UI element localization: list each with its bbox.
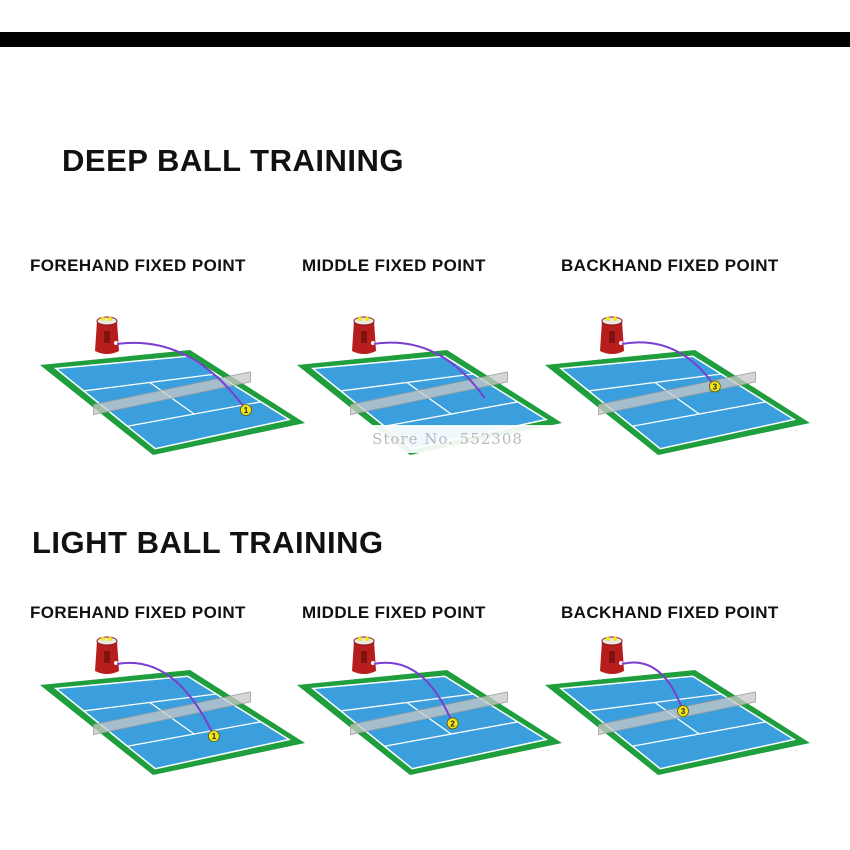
deep-backhand-label: BACKHAND FIXED POINT [561,256,779,275]
hopper-ball [357,636,363,642]
hopper-ball [605,316,611,322]
hopper-ball [364,636,370,642]
hopper-ball [107,636,113,642]
machine-hopper [353,636,375,646]
ball-marker [677,705,689,718]
net [350,691,508,736]
ball-trajectory [116,661,215,737]
hopper-ball [107,316,113,322]
ball-marker [208,730,220,743]
ball-machine-icon [600,316,624,354]
light-forehand-label: FOREHAND FIXED POINT [30,603,246,622]
machine-hopper [96,636,118,646]
ball-marker [240,404,252,416]
machine-hopper [601,636,623,646]
hopper-ball [357,316,363,322]
ball-machine-icon [95,316,119,354]
ball-number: 3 [681,707,686,716]
light-backhand-label: BACKHAND FIXED POINT [561,603,779,622]
net [93,691,251,736]
court-line [340,373,474,392]
deep-forehand-court: 1 [40,316,305,455]
hopper-ball [100,316,106,322]
machine-panel [609,651,615,663]
ball-machine-icon [600,636,624,674]
ball-trajectory [373,341,486,399]
net [350,371,508,416]
light-middle-court: 2 [297,636,562,775]
machine-hopper [353,316,375,326]
court-surface [53,355,292,450]
deep-middle-label: MIDDLE FIXED POINT [302,256,486,275]
court-surface [558,355,797,450]
machine-panel [609,331,615,343]
light-forehand-court: 1 [40,636,305,775]
court-surface [558,675,797,770]
machine-panel [104,331,110,343]
ball-number: 2 [450,719,455,728]
court-line [588,373,722,392]
light-middle-label: MIDDLE FIXED POINT [302,603,486,622]
court-line [83,373,217,392]
court-line [83,693,217,712]
ball-trajectory [621,661,684,712]
court-line [127,401,261,427]
ball-trajectory [116,341,247,411]
deep-backhand-court: 3 [545,316,810,455]
deep-ball-training-title: DEEP BALL TRAINING [62,143,404,178]
machine-panel [361,651,367,663]
net [93,371,251,416]
ball-machine-icon [352,316,376,354]
ball-number: 1 [244,406,249,415]
light-backhand-court: 3 [545,636,810,775]
ball-machine-icon [352,636,376,674]
store-watermark: Store No. 552308 [340,425,555,453]
ball-machine-icon [95,636,119,674]
machine-panel [361,331,367,343]
hopper-ball [612,316,618,322]
ball-number: 1 [212,732,217,741]
ball-marker [708,380,721,393]
machine-hopper [96,316,118,326]
deep-forehand-label: FOREHAND FIXED POINT [30,256,246,275]
court-surface [310,675,549,770]
ball-number: 3 [713,382,718,391]
machine-panel [104,651,110,663]
machine-hopper [601,316,623,326]
court-surface [53,675,292,770]
ball-marker [446,717,459,730]
hopper-ball [612,636,618,642]
hopper-ball [364,316,370,322]
hopper-ball [605,636,611,642]
net [598,691,756,736]
hopper-ball [100,636,106,642]
court-line [340,693,474,712]
ball-trajectory [373,661,454,724]
light-ball-training-title: LIGHT BALL TRAINING [32,525,384,560]
court-line [588,693,722,712]
court-line [384,401,518,427]
ball-trajectory [621,341,716,387]
top-divider-bar [0,32,850,47]
